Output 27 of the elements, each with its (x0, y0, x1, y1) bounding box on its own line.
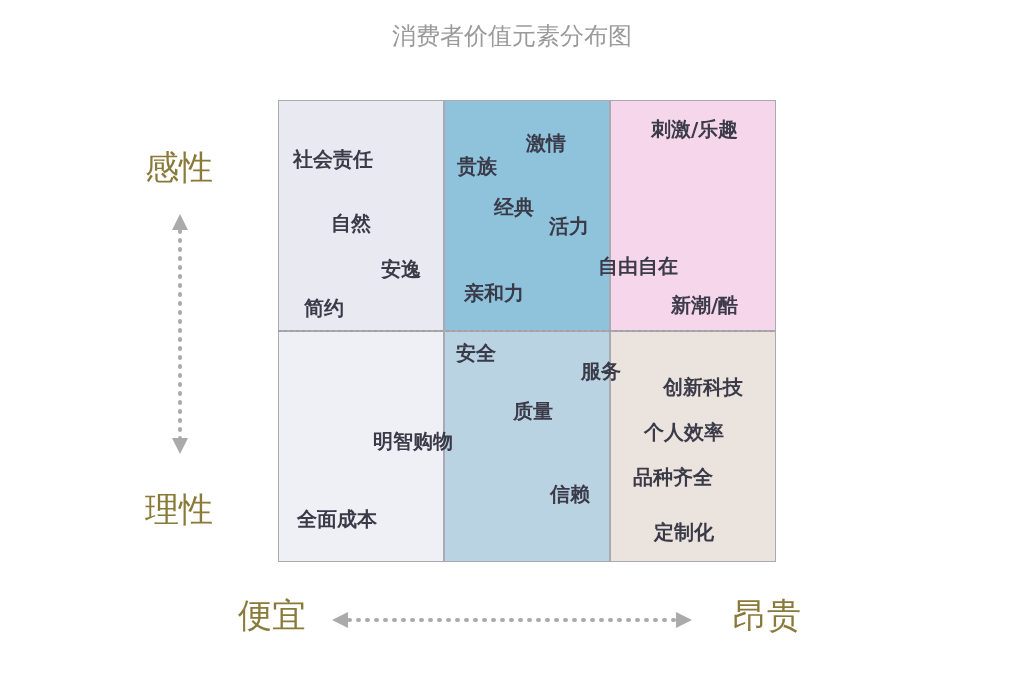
axis-label: 理性 (145, 492, 213, 526)
axis-label: 便宜 (238, 598, 306, 632)
value-element-label: 经典 (494, 197, 534, 217)
value-element-label: 社会责任 (293, 149, 373, 169)
value-element-label: 创新科技 (663, 377, 743, 397)
value-element-label: 自然 (331, 213, 371, 233)
value-element-label: 安逸 (381, 259, 421, 279)
value-element-label: 激情 (526, 133, 566, 153)
value-element-label: 刺激/乐趣 (651, 119, 739, 139)
value-element-label: 贵族 (457, 156, 497, 176)
value-element-label: 全面成本 (297, 509, 377, 529)
value-element-label: 服务 (581, 361, 621, 381)
value-element-label: 活力 (549, 216, 589, 236)
value-element-label: 品种齐全 (633, 467, 713, 487)
value-element-label: 明智购物 (373, 431, 453, 451)
value-element-label: 质量 (513, 401, 553, 421)
value-element-label: 安全 (456, 343, 496, 363)
value-element-label: 新潮/酷 (671, 295, 739, 315)
quadrant-cell (278, 100, 444, 331)
axis-label: 感性 (145, 150, 213, 184)
axis-label: 昂贵 (733, 598, 801, 632)
value-element-label: 简约 (304, 298, 344, 318)
value-element-label: 个人效率 (644, 422, 724, 442)
value-element-label: 定制化 (654, 522, 714, 542)
value-element-label: 亲和力 (464, 283, 524, 303)
chart-title: 消费者价值元素分布图 (391, 24, 633, 48)
value-element-label: 信赖 (550, 484, 590, 504)
